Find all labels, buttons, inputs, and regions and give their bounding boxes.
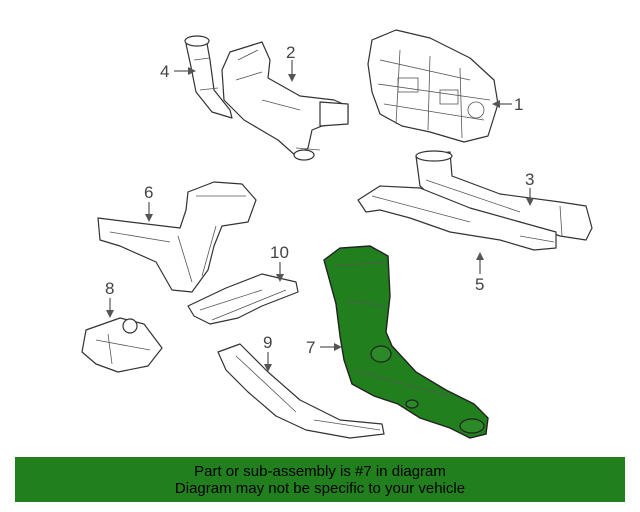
callout-2: 2: [286, 43, 295, 62]
callout-10: 10: [270, 243, 289, 262]
callout-1: 1: [514, 95, 523, 114]
parts-diagram: 1 2 3 4 5 6 7 8 9 10: [81, 29, 593, 439]
part-2-duct[interactable]: [221, 41, 349, 161]
part-6-duct[interactable]: [97, 181, 257, 293]
part-5-duct[interactable]: [357, 185, 557, 251]
part-7-duct[interactable]: [323, 245, 489, 439]
part-4-duct[interactable]: [184, 35, 233, 119]
diagram-notice-banner: Part or sub-assembly is #7 in diagram Di…: [15, 457, 625, 502]
banner-line-2: Diagram may not be specific to your vehi…: [174, 479, 466, 497]
callout-9: 9: [263, 333, 272, 352]
callout-7: 7: [306, 338, 315, 357]
part-8-bracket[interactable]: [81, 317, 163, 373]
callout-4: 4: [160, 62, 169, 81]
callout-3: 3: [525, 170, 534, 189]
banner-line-1: Part or sub-assembly is #7 in diagram: [194, 462, 446, 480]
callout-8: 8: [105, 279, 114, 298]
part-3-duct[interactable]: [415, 150, 593, 241]
leader-lines: [106, 60, 534, 372]
callout-5: 5: [475, 275, 484, 294]
part-1-housing[interactable]: [367, 29, 499, 143]
callout-6: 6: [144, 183, 153, 202]
part-10-duct[interactable]: [187, 273, 299, 325]
